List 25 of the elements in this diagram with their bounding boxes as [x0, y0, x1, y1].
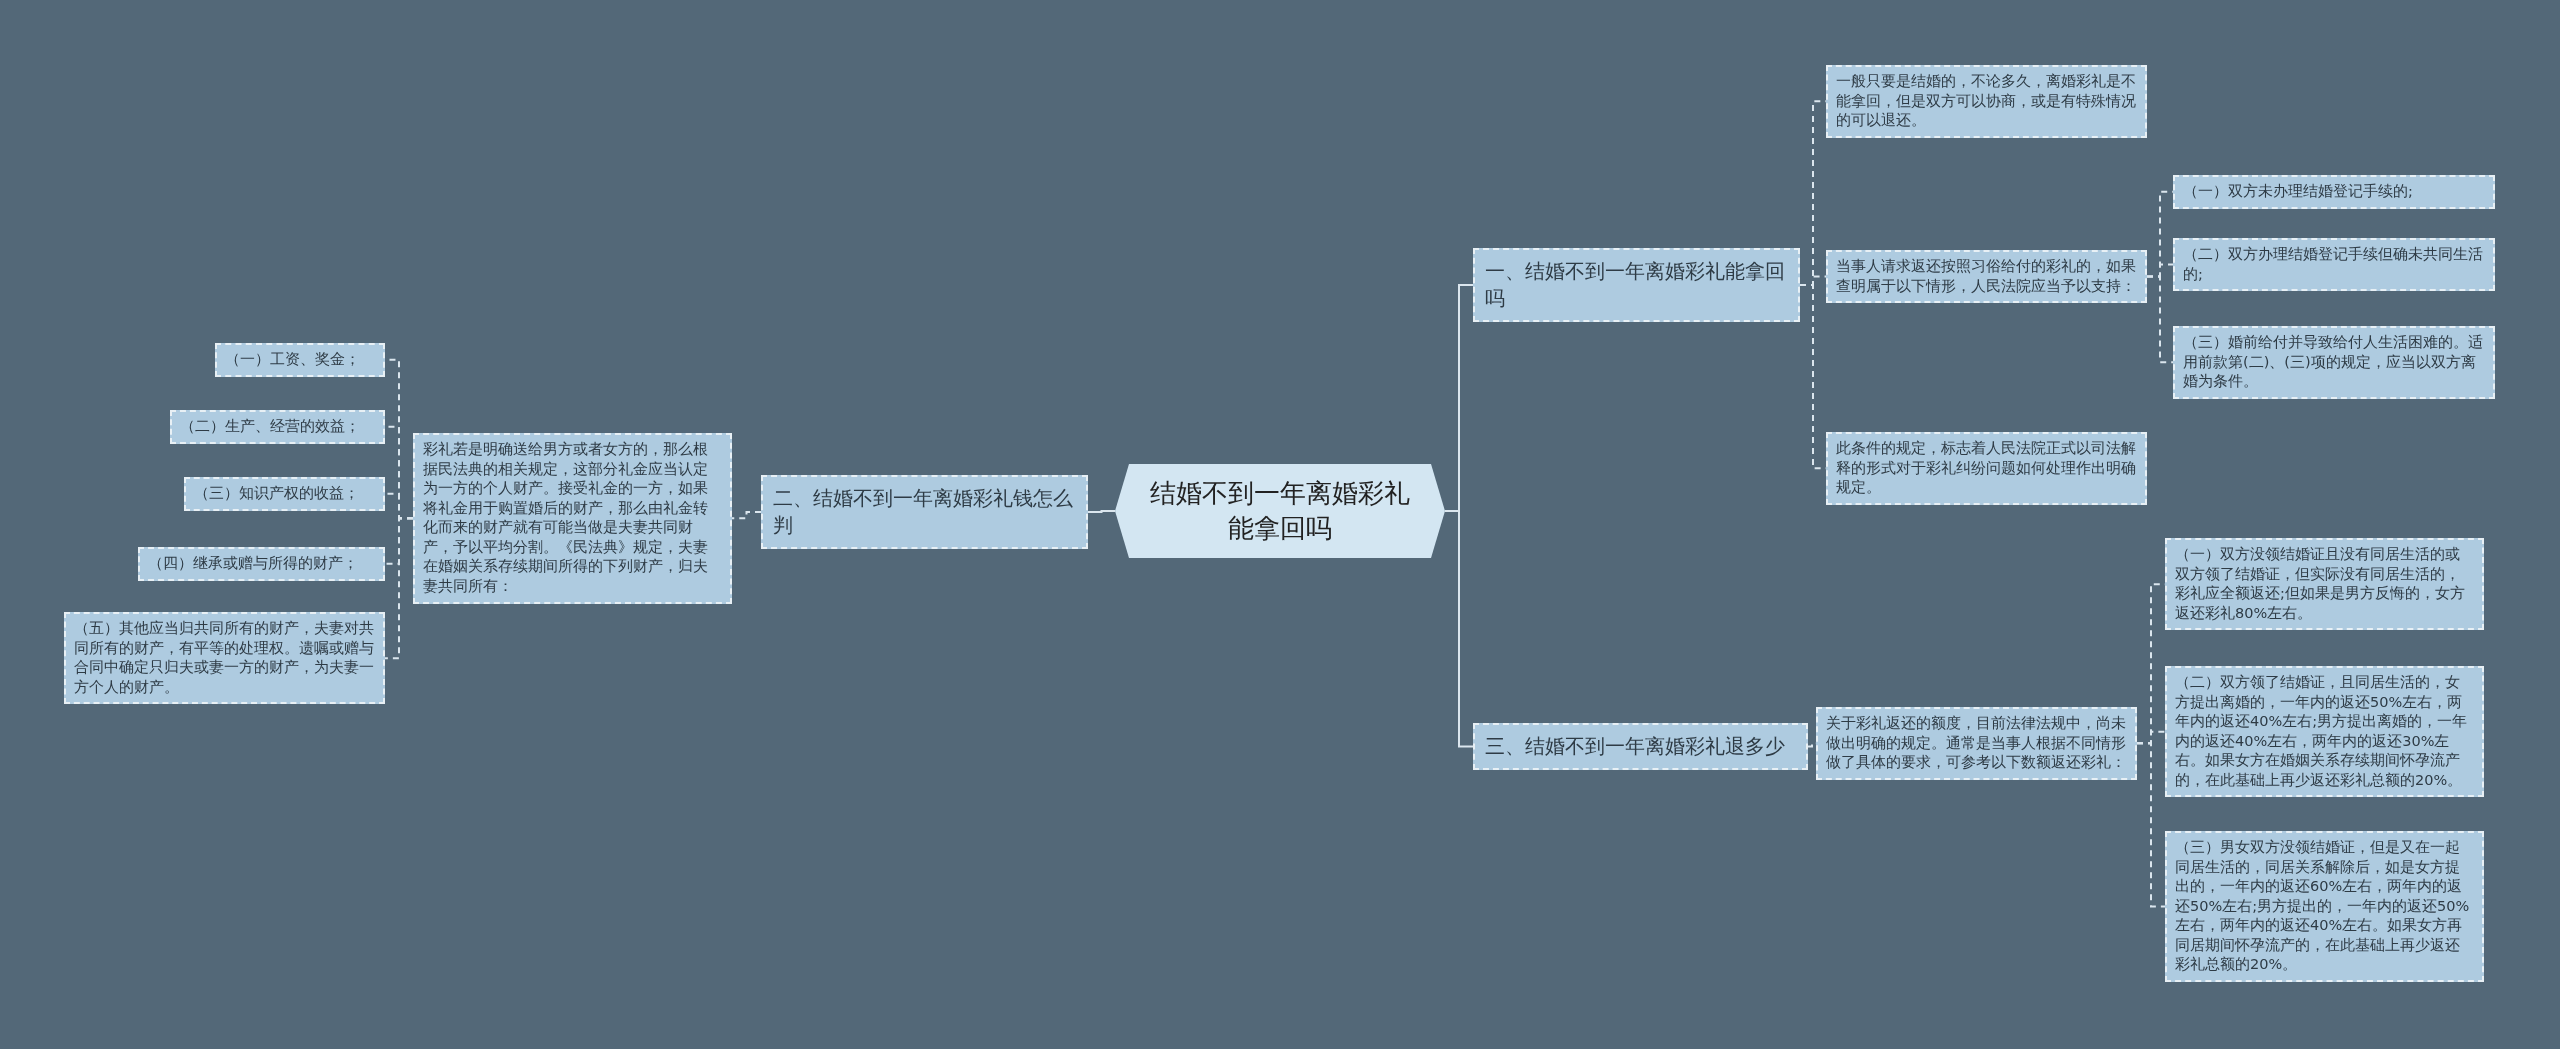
text-box: （一）工资、奖金；: [215, 343, 385, 377]
text-box: （一）双方没领结婚证且没有同居生活的或双方领了结婚证，但实际没有同居生活的，彩礼应全额返还;但如果是男方反悔的，女方返还彩礼80%左右。: [2165, 538, 2484, 631]
topic-box: 一、结婚不到一年离婚彩礼能拿回吗: [1473, 248, 1800, 322]
text-box: 当事人请求返还按照习俗给付的彩礼的，如果查明属于以下情形，人民法院应当予以支持：: [1826, 250, 2147, 304]
text-box: （二）双方办理结婚登记手续但确未共同生活的;: [2173, 238, 2495, 292]
central-topic-hexagon: 结婚不到一年离婚彩礼能拿回吗: [1115, 464, 1445, 558]
connector-line: [1087, 510, 1116, 513]
topic-box: 二、结婚不到一年离婚彩礼钱怎么判: [761, 475, 1088, 549]
text-box: （二）生产、经营的效益；: [170, 410, 385, 444]
text-box: （二）双方领了结婚证，且同居生活的，女方提出离婚的，一年内的返还50%左右，两年内的返还40%左右;男方提出离婚的，一年内的返还40%左右，两年内的返还30%左右。如果女方在婚姻关系存续期间怀孕流产的，在此基础上再少返还彩礼总额的20%。: [2165, 666, 2484, 798]
text-box: （三）男女双方没领结婚证，但是又在一起同居生活的，同居关系解除后，如是女方提出的，一年内的返还60%左右，两年内的返还50%左右;男方提出的，一年内的返还50%左右，两年内的返还40%左右。如果女方再同居期间怀孕流产的，在此基础上再少返还彩礼总额的20%。: [2165, 831, 2484, 982]
topic-box: 三、结婚不到一年离婚彩礼退多少: [1473, 723, 1808, 770]
connector-line: [384, 517, 414, 660]
text-box: 彩礼若是明确送给男方或者女方的，那么根据民法典的相关规定，这部分礼金应当认定为一方的个人财产。接受礼金的一方，如果将礼金用于购置婚后的财产，那么由礼金转化而来的财产就有可能当做是夫妻共同财产，予以平均分割。《民法典》规定，夫妻在婚姻关系存续期间所得的下列财产，归夫妻共同所有：: [413, 433, 732, 604]
text-box: 此条件的规定，标志着人民法院正式以司法解释的形式对于彩礼纠纷问题如何处理作出明确规定。: [1826, 432, 2147, 505]
text-box: （五）其他应当归共同所有的财产，夫妻对共同所有的财产，有平等的处理权。遗嘱或赠与合同中确定只归夫或妻一方的财产，为夫妻一方个人的财产。: [64, 612, 385, 705]
text-box: （四）继承或赠与所得的财产；: [138, 547, 385, 581]
text-box: 一般只要是结婚的，不论多久，离婚彩礼是不能拿回，但是双方可以协商，或是有特殊情况的可以退还。: [1826, 65, 2147, 138]
text-box: 关于彩礼返还的额度，目前法律法规中，尚未做出明确的规定。通常是当事人根据不同情形做了具体的要求，可参考以下数额返还彩礼：: [1816, 707, 2137, 780]
text-box: （一）双方未办理结婚登记手续的;: [2173, 175, 2495, 209]
text-box: （三）婚前给付并导致给付人生活困难的。适用前款第(二)、(三)项的规定，应当以双方离婚为条件。: [2173, 326, 2495, 399]
connector-line: [2146, 275, 2174, 364]
text-box: （三）知识产权的收益；: [184, 477, 385, 511]
connector-line: [2136, 742, 2166, 908]
connector-line: [731, 511, 762, 520]
